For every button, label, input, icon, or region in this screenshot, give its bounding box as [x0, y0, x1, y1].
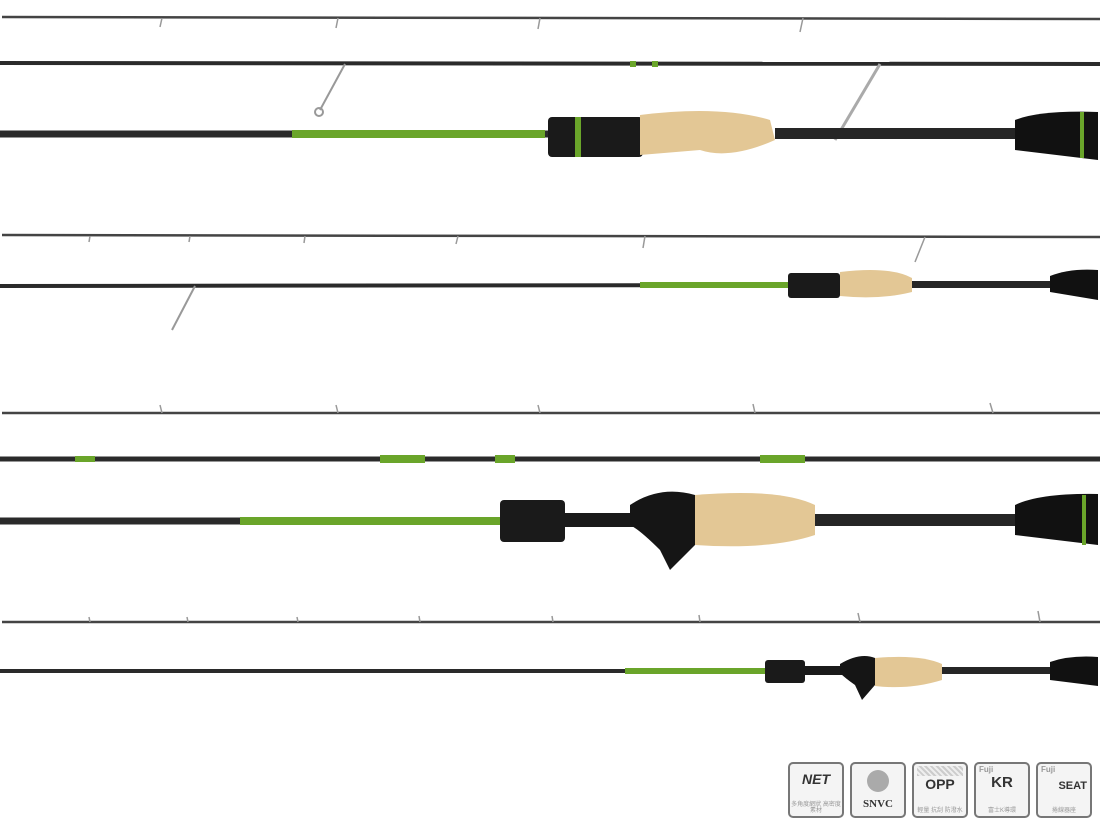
snvc-mesh-icon	[867, 770, 889, 792]
rod-1-spinning	[0, 15, 1100, 160]
rod-4-casting	[0, 610, 1100, 700]
rod-2-spinning	[0, 233, 1100, 331]
opp-texture	[917, 766, 963, 776]
badge-fuji-seat: Fuji SEAT 捲線器座	[1036, 762, 1092, 818]
badge-net-material: NET 多角度網狀 高密度素材	[788, 762, 844, 818]
badge-fuji-kr-guide: Fuji KR 富士K導環	[974, 762, 1030, 818]
badge-snvc: SNVC	[850, 762, 906, 818]
feature-badges: NET 多角度網狀 高密度素材 SNVC OPP 輕量 抗刮 防潑水 Fuji …	[788, 762, 1092, 818]
rod-3-casting	[0, 402, 1100, 570]
badge-opp: OPP 輕量 抗刮 防潑水	[912, 762, 968, 818]
